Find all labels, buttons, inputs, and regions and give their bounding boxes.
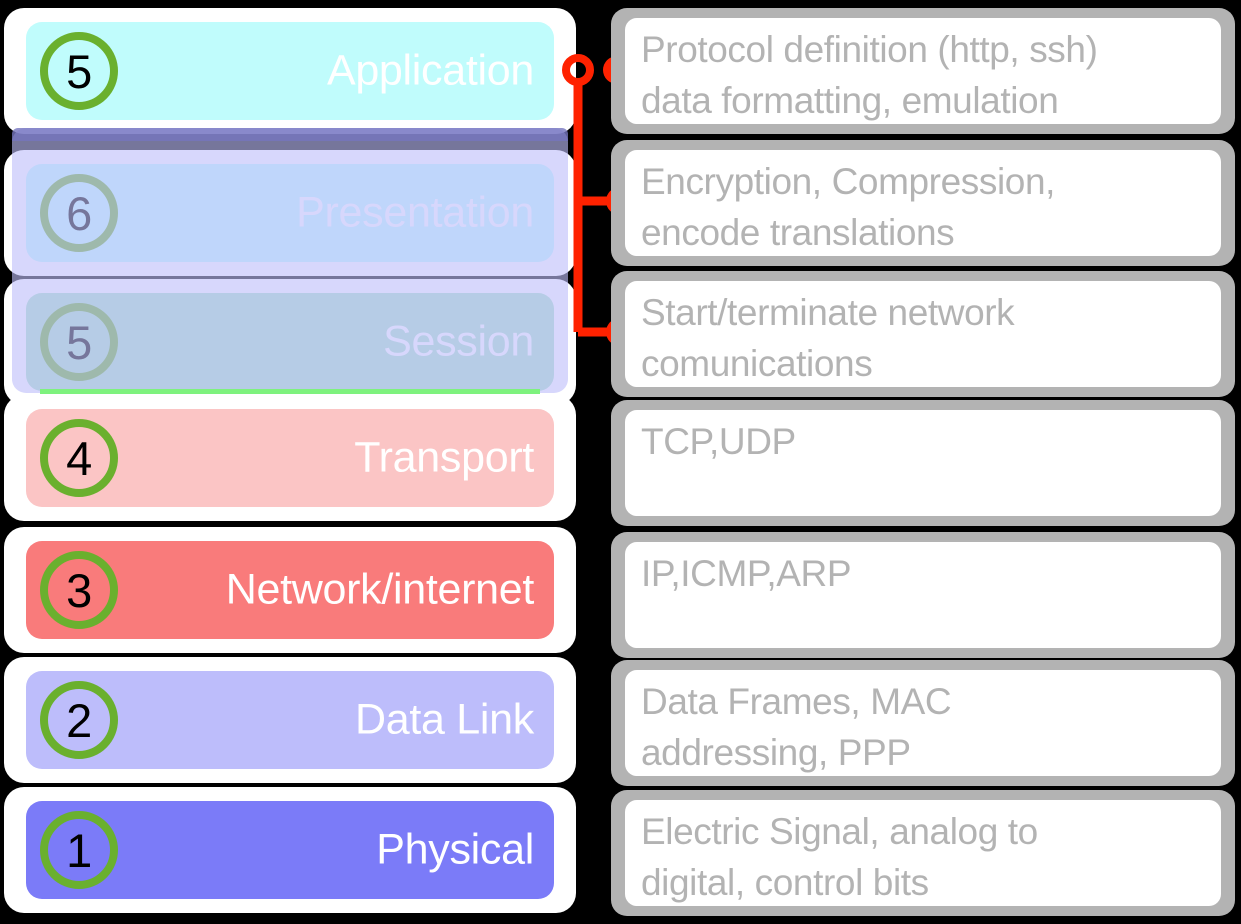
layer-card[interactable]: 3 Network/internet: [4, 527, 576, 653]
description-card[interactable]: IP,ICMP,ARP: [611, 532, 1235, 658]
description-card[interactable]: Electric Signal, analog to digital, cont…: [611, 790, 1235, 916]
description-text: Protocol definition (http, ssh) data for…: [641, 29, 1098, 122]
description-inner-box: IP,ICMP,ARP: [625, 542, 1221, 648]
layer-bar: 3 Network/internet: [26, 541, 554, 639]
description-column: Protocol definition (http, ssh) data for…: [605, 0, 1241, 924]
layer-label: Session: [383, 317, 534, 366]
layer-label: Physical: [376, 825, 534, 874]
description-text: Electric Signal, analog to digital, cont…: [641, 811, 1038, 904]
layer-number: 5: [66, 44, 92, 98]
layer-card[interactable]: 5 Session: [4, 279, 576, 405]
description-text: Start/terminate network comunications: [641, 292, 1015, 385]
layer-number: 5: [66, 315, 92, 369]
description-inner-box: Encryption, Compression, encode translat…: [625, 150, 1221, 256]
layer-number-circle: 1: [40, 811, 118, 889]
description-card[interactable]: Protocol definition (http, ssh) data for…: [611, 8, 1235, 134]
layer-bar: 6 Presentation: [26, 164, 554, 262]
layer-label: Presentation: [296, 188, 534, 237]
layer-card[interactable]: 6 Presentation: [4, 150, 576, 276]
layer-label: Application: [326, 46, 534, 95]
layer-label: Transport: [354, 433, 534, 482]
connector-open-circle: [562, 54, 594, 86]
layer-number-circle: 5: [40, 32, 118, 110]
description-inner-box: Protocol definition (http, ssh) data for…: [625, 18, 1221, 124]
layer-number-circle: 3: [40, 551, 118, 629]
layer-bar: 5 Session: [26, 293, 554, 391]
description-text: TCP,UDP: [641, 421, 796, 462]
layer-number: 6: [66, 186, 92, 240]
description-card[interactable]: TCP,UDP: [611, 400, 1235, 526]
layer-number: 2: [66, 693, 92, 747]
description-inner-box: Electric Signal, analog to digital, cont…: [625, 800, 1221, 906]
layer-label: Data Link: [355, 695, 534, 744]
layer-label: Network/internet: [225, 565, 535, 614]
layer-number-circle: 4: [40, 419, 118, 497]
description-text: IP,ICMP,ARP: [641, 553, 852, 594]
layer-number-circle: 2: [40, 681, 118, 759]
description-card[interactable]: Data Frames, MAC addressing, PPP: [611, 660, 1235, 786]
layer-card[interactable]: 5 Application: [4, 8, 576, 134]
layer-bar: 5 Application: [26, 22, 554, 120]
layer-number-circle: 5: [40, 303, 118, 381]
layer-number-circle: 6: [40, 174, 118, 252]
layer-number: 1: [66, 823, 92, 877]
layer-card[interactable]: 2 Data Link: [4, 657, 576, 783]
description-card[interactable]: Encryption, Compression, encode translat…: [611, 140, 1235, 266]
layer-bar: 2 Data Link: [26, 671, 554, 769]
layer-number: 3: [66, 563, 92, 617]
layer-bar: 1 Physical: [26, 801, 554, 899]
layer-card[interactable]: 1 Physical: [4, 787, 576, 913]
description-inner-box: Start/terminate network comunications: [625, 281, 1221, 387]
layer-card[interactable]: 4 Transport: [4, 395, 576, 521]
layer-number: 4: [66, 431, 92, 485]
layer-bar: 4 Transport: [26, 409, 554, 507]
description-card[interactable]: Start/terminate network comunications: [611, 271, 1235, 397]
session-bottom-green-line: [40, 389, 540, 394]
description-inner-box: TCP,UDP: [625, 410, 1221, 516]
description-text: Data Frames, MAC addressing, PPP: [641, 681, 952, 774]
description-inner-box: Data Frames, MAC addressing, PPP: [625, 670, 1221, 776]
description-text: Encryption, Compression, encode translat…: [641, 161, 1056, 254]
